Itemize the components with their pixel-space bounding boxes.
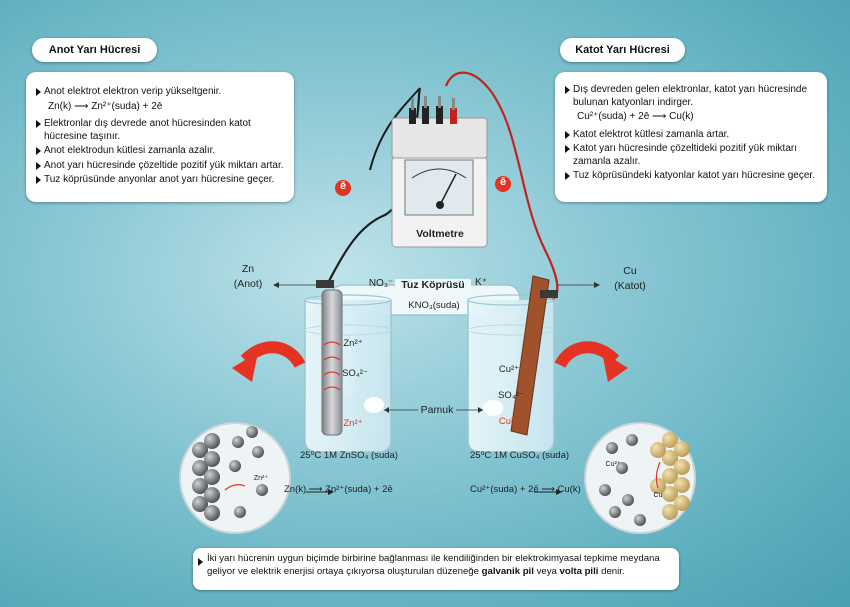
anode-bullet-4: Anot yarı hücresinde çözeltide pozitif y… xyxy=(44,159,284,171)
cathode-wire xyxy=(444,71,559,301)
salt-bridge-title: Tuz Köprüsü xyxy=(395,279,471,291)
cathode-equation: Cu²⁺(suda) + 2ē ⟶ Cu(k) xyxy=(577,111,694,122)
cotton-label: Pamuk xyxy=(420,404,454,416)
ion-particle xyxy=(626,434,638,446)
electron-label-right: ē xyxy=(499,176,507,188)
red-arrow-left xyxy=(240,341,306,369)
ion-particle xyxy=(609,506,621,518)
ion-particle xyxy=(229,460,241,472)
cathode-reaction: Cu²⁺(suda) + 2ē ⟶ Cu(k) xyxy=(470,484,581,495)
zinc-atom xyxy=(204,433,220,449)
zinc-atom xyxy=(192,442,208,458)
ion-particle xyxy=(246,426,258,438)
anode-zoom-circle xyxy=(179,422,291,534)
zinc-atom xyxy=(204,487,220,503)
cathode-zoom-circle xyxy=(584,422,696,534)
anode-panel-title: Anot Yarı Hücresi xyxy=(32,38,157,62)
red-arrow-right xyxy=(554,341,620,369)
electron-badge-left xyxy=(335,180,351,196)
voltmeter-label: Voltmetre xyxy=(416,228,464,240)
zinc-atom xyxy=(204,505,220,521)
anode-name: Zn xyxy=(241,263,255,275)
copper-atom xyxy=(674,441,690,457)
anode-reaction: Zn(k) ⟶ Zn²⁺(suda) + 2ē xyxy=(284,484,393,495)
cathode-bullet-4: Tuz köprüsündeki katyonlar katot yarı hü… xyxy=(573,170,815,181)
copper-atom xyxy=(662,486,678,502)
anode-bullet-2: Elektronlar dış devrede anot hücresinden… xyxy=(44,118,251,142)
salt-bridge-compound: KNO₃(suda) xyxy=(408,300,460,311)
anode-equation: Zn(k) ⟶ Zn²⁺(suda) + 2ē xyxy=(48,100,163,112)
cathode-name: Cu xyxy=(623,265,637,277)
ion-particle xyxy=(252,446,264,458)
anode-bullet-3: Anot elektrodun kütlesi zamanla azalır. xyxy=(44,145,216,156)
cathode-ion-1: Cu²⁺ xyxy=(498,364,520,375)
anode-ion-1: Zn²⁺ xyxy=(343,338,363,349)
copper-atom xyxy=(650,442,666,458)
definition-box: İki yarı hücrenin uygun biçimde birbirin… xyxy=(193,548,679,590)
definition-end: denir. xyxy=(598,565,625,577)
cathode-ion-2: SO₄²⁻ xyxy=(498,390,524,401)
zinc-atom xyxy=(192,460,208,476)
anode-role: (Anot) xyxy=(233,278,263,290)
cathode-panel-title: Katot Yarı Hücresi xyxy=(560,38,685,62)
circle-label-left: Zn²⁺ xyxy=(253,475,269,482)
copper-atom xyxy=(674,459,690,475)
ion-particle xyxy=(622,494,634,506)
cathode-bullet-1: Dış devreden gelen elektronlar, katot ya… xyxy=(573,84,808,108)
copper-atom xyxy=(662,432,678,448)
salt-bridge-cation: K⁺ xyxy=(475,277,487,288)
term-volta: volta pili xyxy=(559,565,599,577)
copper-atom xyxy=(662,450,678,466)
anode-condition: 25⁰C 1M ZnSO₄ (suda) xyxy=(300,450,398,461)
circle-label-right-bottom: Cu xyxy=(653,492,663,499)
zinc-atom xyxy=(192,478,208,494)
bullet-icon xyxy=(198,558,203,566)
salt-bridge-anion: NO₃⁻ xyxy=(368,278,394,289)
ion-particle xyxy=(234,506,246,518)
cathode-bullet-2: Katot elektrot kütlesi zamanla artar. xyxy=(573,128,730,140)
cathode-panel: Dış devreden gelen elektronlar, katot ya… xyxy=(555,72,827,202)
cathode-role: (Katot) xyxy=(614,280,646,292)
zinc-electrode xyxy=(321,289,343,436)
cotton-left xyxy=(364,397,384,413)
cathode-bullet-3: Katot yarı hücresinde çözeltideki poziti… xyxy=(573,143,797,167)
copper-atom xyxy=(662,504,678,520)
zinc-atom xyxy=(192,496,208,512)
cotton-right xyxy=(483,400,503,416)
ion-particle xyxy=(606,442,618,454)
term-galvanic: galvanik pil xyxy=(481,565,534,577)
anode-panel: Anot elektrot elektron verip yükseltgeni… xyxy=(26,72,294,202)
cathode-ion-3: Cu²⁺ xyxy=(498,416,520,427)
definition-text-start: İki yarı hücrenin uygun biçimde birbirin… xyxy=(207,553,660,577)
anode-bullet-1: Anot elektrot elektron verip yükseltgeni… xyxy=(44,86,222,97)
zinc-atom xyxy=(204,451,220,467)
anode-ion-3: Zn²⁺ xyxy=(343,418,363,429)
zinc-atom xyxy=(204,469,220,485)
ion-particle xyxy=(232,436,244,448)
electron-badge-right xyxy=(495,176,511,192)
copper-atom xyxy=(674,495,690,511)
ion-particle xyxy=(256,484,268,496)
copper-atom xyxy=(662,468,678,484)
anode-ion-2: SO₄²⁻ xyxy=(342,368,368,379)
cathode-condition: 25⁰C 1M CuSO₄ (suda) xyxy=(470,450,570,461)
anode-bullet-5: Tuz köprüsünde anyonlar anot yarı hücres… xyxy=(44,174,275,185)
copper-atom xyxy=(674,477,690,493)
ion-particle xyxy=(634,514,646,526)
definition-mid: veya xyxy=(533,565,560,577)
anode-wire-loop xyxy=(369,87,421,171)
copper-electrode xyxy=(510,275,550,436)
ion-particle xyxy=(616,462,628,474)
circle-label-right-top: Cu²⁺ xyxy=(605,461,621,468)
electron-label-left: ē xyxy=(339,180,347,192)
ion-particle xyxy=(599,484,611,496)
